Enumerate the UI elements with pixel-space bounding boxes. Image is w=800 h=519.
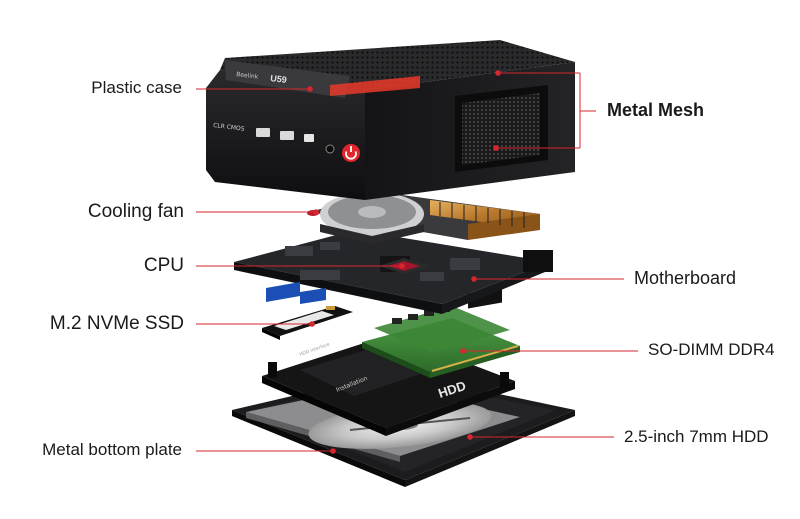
leader-lines	[196, 70, 638, 454]
audio-jack-icon	[325, 144, 335, 154]
metal-mesh-side	[365, 62, 575, 200]
label-ssd: M.2 NVMe SSD	[49, 313, 184, 334]
leader-metal-mesh-dot-a	[495, 70, 501, 76]
label-cpu: CPU	[143, 255, 184, 276]
usb-c-port-icon	[304, 134, 314, 142]
label-cooling-fan: Cooling fan	[87, 201, 184, 222]
leader-metal-mesh-dot-b	[493, 145, 499, 151]
clr-cmos-text: CLR CMOS	[213, 122, 245, 133]
m2-ssd	[262, 306, 353, 340]
label-metal-bottom-plate: Metal bottom plate	[42, 440, 182, 459]
leader-cpu-dot	[399, 263, 405, 269]
usb-port-icon	[256, 128, 270, 137]
label-motherboard: Motherboard	[634, 268, 737, 288]
leader-ssd-dot	[309, 321, 315, 327]
motherboard-board	[234, 230, 553, 314]
label-metal-mesh: Metal Mesh	[607, 100, 705, 120]
leader-motherboard-dot	[471, 276, 477, 282]
label-ram: SO-DIMM DDR4	[648, 340, 775, 359]
plastic-case-front	[206, 60, 420, 200]
power-button	[342, 144, 360, 162]
leader-plate-dot	[330, 448, 336, 454]
label-plastic-case: Plastic case	[91, 78, 182, 97]
model-logo-text: U59	[270, 73, 288, 85]
ram-module	[362, 243, 520, 378]
leader-plastic-case-dot	[307, 86, 313, 92]
leader-cooling-fan-dot	[313, 209, 319, 215]
label-hdd: 2.5-inch 7mm HDD	[624, 427, 769, 446]
leader-ram-dot	[460, 348, 466, 354]
brand-logo-text: Beelink	[236, 71, 259, 81]
leader-hdd-dot	[467, 434, 473, 440]
cooling-fan	[307, 192, 540, 244]
usb-port-icon	[280, 131, 294, 140]
